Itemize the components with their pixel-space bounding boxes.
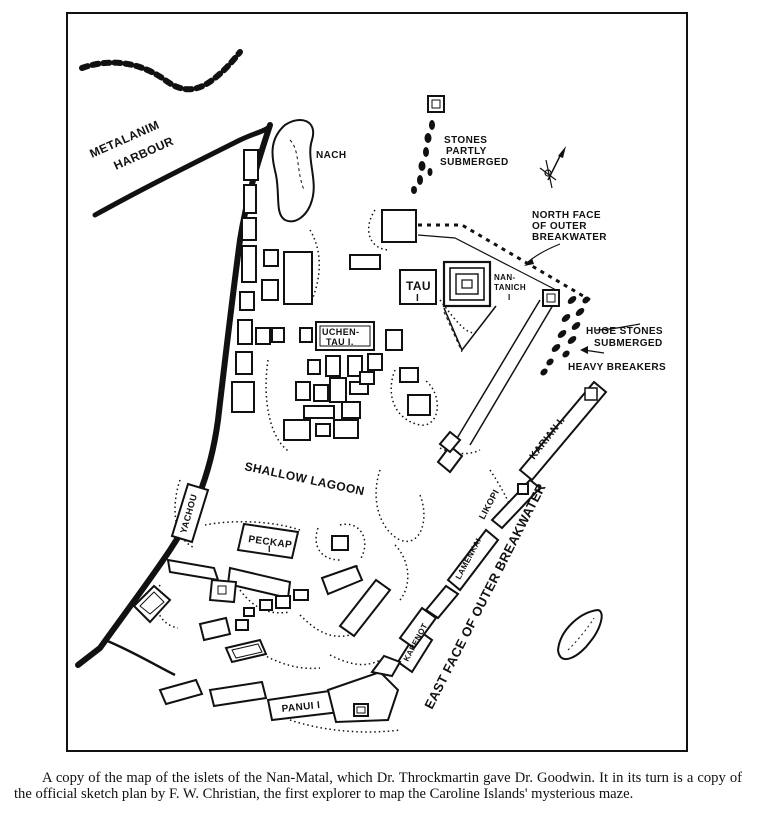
map-figure: UCHEN- TAU I. [66, 12, 688, 752]
label-huge-1: HUGE STONES [586, 326, 663, 337]
harbour-shore [92, 125, 271, 218]
map-border [66, 12, 688, 752]
label-nan-1: NAN- [494, 273, 516, 282]
label-huge-2: SUBMERGED [594, 338, 663, 349]
label-tau: TAU [406, 279, 431, 293]
stones-top-islet [427, 95, 445, 113]
label-tau-sub: I [416, 293, 419, 304]
nach-island [271, 119, 315, 223]
breakwater-corner-islet [542, 289, 560, 307]
map-caption: A copy of the map of the islets of the N… [14, 770, 742, 802]
uchen-tau-islet [315, 321, 375, 351]
label-lagoon: SHALLOW LAGOON [243, 459, 366, 498]
south-islets [158, 654, 402, 724]
south-west-islets [132, 535, 392, 664]
reef-halos [155, 209, 511, 733]
east-breakwater-inner [455, 299, 541, 441]
label-peckap-2: I [268, 544, 271, 554]
north-arrow-icon [539, 146, 566, 189]
tau-islet [399, 269, 437, 305]
nan-tanich-enclosure [442, 260, 492, 308]
label-panui: PANUI I [281, 700, 321, 715]
label-north-3: BREAKWATER [532, 232, 607, 243]
label-nan-3: I [508, 293, 511, 302]
yachou-islet [170, 482, 210, 544]
huge-stones [540, 296, 590, 376]
huge-stones-pointer [595, 323, 641, 331]
north-pointer-arrow [527, 243, 561, 263]
label-north-1: NORTH FACE [532, 210, 601, 221]
karian-islet [518, 380, 608, 482]
label-nach: NACH [316, 150, 347, 161]
east-island [556, 608, 603, 661]
label-north-2: OF OUTER [532, 221, 587, 232]
peckap-islet [236, 522, 300, 560]
south-shore [104, 638, 176, 677]
breakwater-islets [396, 430, 542, 674]
label-uchen-2: TAU I. [326, 337, 354, 347]
label-stones-2: PARTLY [446, 146, 487, 157]
submerged-stones-trail [411, 120, 435, 194]
label-nan-2: TANICH [494, 283, 526, 292]
label-heavy: HEAVY BREAKERS [568, 362, 666, 373]
west-islets [231, 149, 313, 413]
central-islets [283, 254, 431, 441]
nan-triangle-wall [443, 305, 497, 352]
label-stones-3: SUBMERGED [440, 157, 509, 168]
reef-line-top [79, 49, 243, 93]
label-uchen-1: UCHEN- [322, 327, 359, 337]
label-stones-1: STONES [444, 135, 487, 146]
north-islet [381, 209, 417, 243]
